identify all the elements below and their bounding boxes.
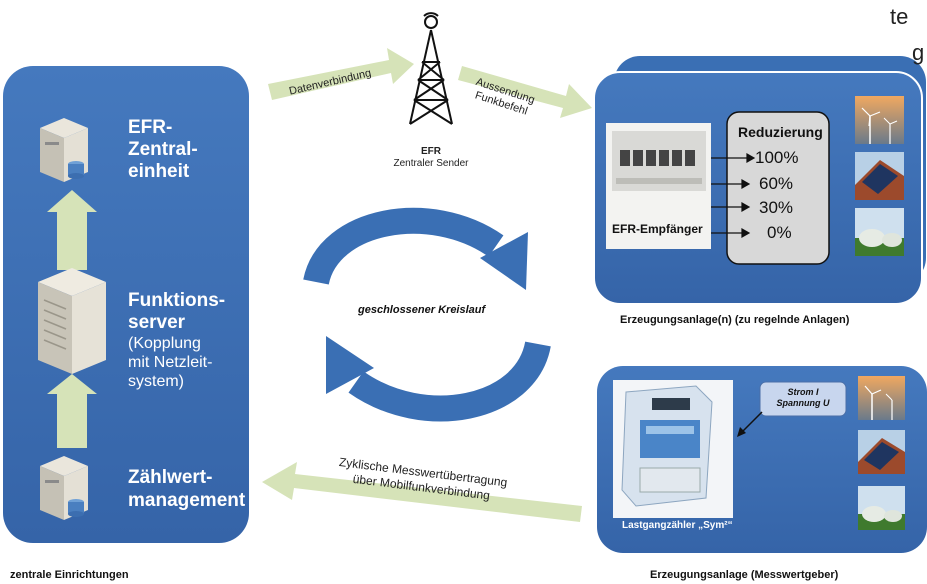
meter-management-line2: management bbox=[128, 490, 246, 511]
function-server-line2: server bbox=[128, 312, 186, 333]
meter-management-label: Zählwert- management bbox=[128, 466, 245, 512]
corner-text-line1: te bbox=[890, 4, 909, 29]
efr-receiver-image bbox=[606, 123, 711, 249]
meter-management-line1: Zählwert- bbox=[128, 467, 213, 488]
generation-plants-caption: Erzeugungsanlage(n) (zu regelnde Anlagen… bbox=[620, 314, 850, 326]
function-server-sub1: (Kopplung bbox=[128, 335, 201, 352]
wind-turbine-image-bottom bbox=[858, 376, 905, 420]
transmitter-subtitle: Zentraler Sender bbox=[393, 158, 469, 169]
function-server-label: Funktions- server (Kopplung mit Netzleit… bbox=[128, 290, 225, 391]
closed-loop-cycle-arrows bbox=[303, 207, 551, 422]
upward-arrow-top bbox=[47, 190, 97, 270]
load-profile-meter-label: Lastgangzähler „Sym²“ bbox=[622, 520, 733, 531]
reduction-arrows bbox=[711, 152, 756, 239]
measurement-transfer-arrow bbox=[262, 462, 582, 522]
transmitter-label: EFR Zentraler Sender bbox=[388, 146, 474, 170]
reduction-box bbox=[726, 111, 830, 265]
function-server-line1: Funktions- bbox=[128, 290, 226, 311]
reduction-level-100: 100% bbox=[755, 148, 799, 167]
function-server-sub3: system) bbox=[128, 373, 184, 390]
central-facilities-caption: zentrale Einrichtungen bbox=[10, 569, 129, 581]
transmitter-title: EFR bbox=[421, 146, 441, 157]
radio-tower-icon bbox=[409, 12, 453, 125]
function-server-sub2: mit Netzleit- bbox=[128, 354, 213, 371]
upward-arrow-bottom bbox=[47, 374, 97, 448]
efr-central-line2: Zentral- bbox=[128, 139, 198, 160]
current-voltage-callout bbox=[737, 381, 847, 437]
efr-central-unit-label: EFR- Zentral- einheit bbox=[128, 117, 198, 183]
closed-loop-label: geschlossener Kreislauf bbox=[358, 304, 486, 316]
solar-roof-image-top bbox=[855, 152, 904, 200]
wind-turbine-image-top bbox=[855, 96, 904, 144]
meter-management-server-icon bbox=[40, 456, 88, 520]
central-unit-server-icon bbox=[40, 118, 88, 182]
biogas-plant-image-bottom bbox=[858, 486, 905, 530]
efr-receiver-label: EFR-Empfänger bbox=[612, 222, 703, 236]
biogas-plant-image-top bbox=[855, 208, 904, 256]
efr-central-line3: einheit bbox=[128, 161, 190, 182]
callout-line1: Strom I bbox=[787, 387, 819, 397]
callout-line2: Spannung U bbox=[776, 398, 830, 408]
reduction-level-30: 30% bbox=[759, 198, 794, 217]
reduction-level-60: 60% bbox=[759, 174, 794, 193]
corner-text-line2: g bbox=[912, 40, 925, 65]
load-profile-meter-image bbox=[613, 380, 733, 518]
broadcast-arrow bbox=[458, 66, 592, 118]
reduction-title: Reduzierung bbox=[738, 124, 823, 140]
current-voltage-callout-text: Strom I Spannung U bbox=[760, 387, 846, 409]
reduction-level-0: 0% bbox=[767, 223, 792, 242]
efr-central-line1: EFR- bbox=[128, 117, 173, 138]
solar-roof-image-bottom bbox=[858, 430, 905, 474]
function-server-icon bbox=[38, 268, 106, 374]
measurement-plant-caption: Erzeugungsanlage (Messwertgeber) bbox=[650, 569, 839, 581]
data-connection-arrow bbox=[268, 48, 414, 100]
